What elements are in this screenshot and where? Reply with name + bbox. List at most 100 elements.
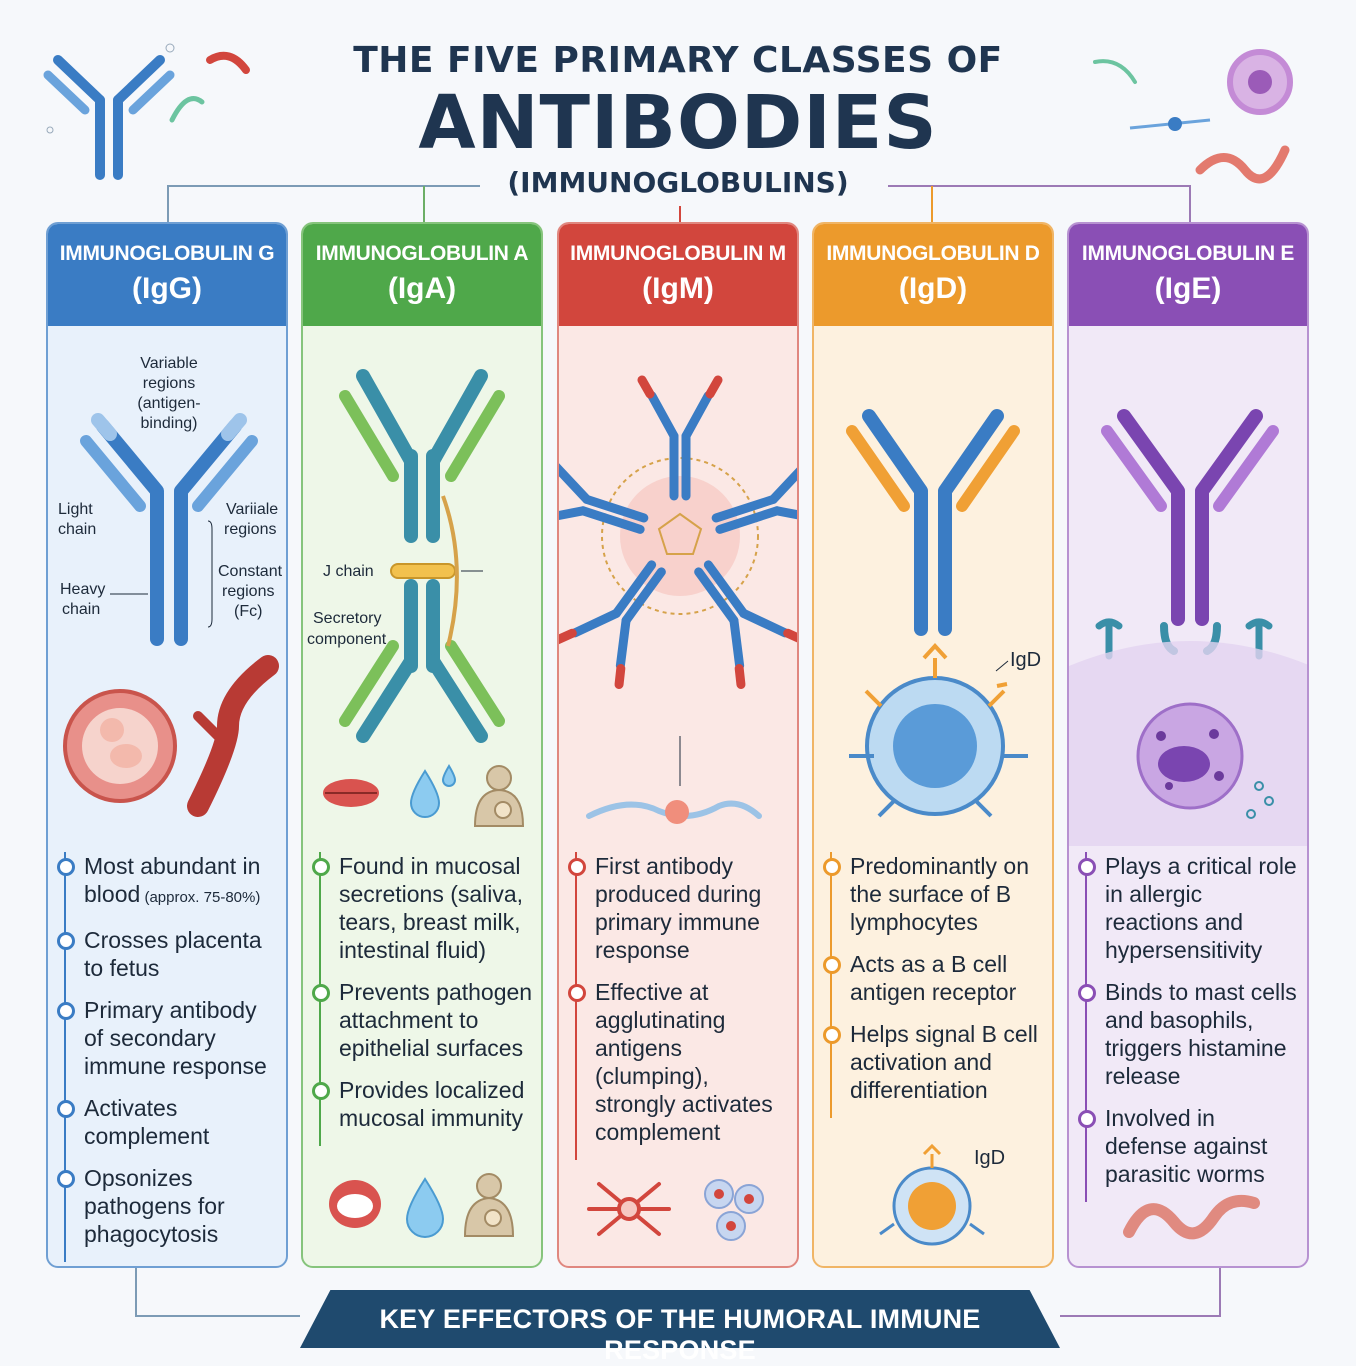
ige-name: IMMUNOGLOBULIN E — [1081, 242, 1295, 265]
label-light-2: chain — [58, 521, 96, 538]
column-igd: IMMUNOGLOBULIN D (IgD) IgD — [812, 222, 1054, 1268]
igg-facts: Most abundant in blood (approx. 75-80%) … — [57, 852, 278, 1262]
agglutination-icon — [587, 1182, 671, 1236]
small-b-cell-icon — [879, 1143, 985, 1246]
column-igg: IMMUNOGLOBULIN G (IgG) Variable regions … — [46, 222, 288, 1268]
title-subtitle: (IMMUNOGLOBULINS) — [0, 166, 1356, 199]
igg-fact-2-text: Crosses placenta to fetus — [84, 927, 262, 981]
bullet-icon — [57, 1170, 75, 1188]
igd-fact-2-text: Acts as a B cell antigen receptor — [850, 951, 1017, 1005]
label-secretory: Secretory — [313, 610, 381, 627]
clumped-cells-icon — [704, 1179, 764, 1241]
bullet-icon — [312, 1082, 330, 1100]
bullet-icon — [568, 984, 586, 1002]
title-subtitle-text: (IMMUNOGLOBULINS) — [495, 166, 861, 199]
igg-antibody-icon — [80, 413, 258, 646]
igm-fact-2-text: Effective at agglutinating antigens (clu… — [595, 979, 773, 1145]
igd-structure-diagram: IgD — [846, 409, 1041, 818]
igg-fact-4: Activates complement — [57, 1094, 278, 1150]
footer-connectors — [135, 1268, 1221, 1317]
igg-header: IMMUNOGLOBULIN G (IgG) — [48, 224, 286, 326]
ige-header: IMMUNOGLOBULIN E (IgE) — [1069, 224, 1307, 326]
iga-fact-1: Found in mucosal secretions (saliva, tea… — [312, 852, 533, 964]
label-fc: (Fc) — [234, 603, 262, 620]
column-iga: IMMUNOGLOBULIN A (IgA) J chain S — [301, 222, 543, 1268]
igd-fact-1: Predominantly on the surface of B lympho… — [823, 852, 1044, 936]
igd-header: IMMUNOGLOBULIN D (IgD) — [814, 224, 1052, 326]
igd-fact-2: Acts as a B cell antigen receptor — [823, 950, 1044, 1006]
bullet-icon — [823, 956, 841, 974]
bullet-icon — [1078, 1110, 1096, 1128]
label-heavy-2: chain — [62, 601, 100, 618]
iga-header: IMMUNOGLOBULIN A (IgA) — [303, 224, 541, 326]
worm-icon — [1195, 145, 1290, 184]
igd-antibody-icon — [846, 409, 1020, 636]
label-constant: Constant — [218, 563, 283, 580]
droplet-icon — [405, 1177, 445, 1238]
igg-name: IMMUNOGLOBULIN G — [59, 242, 275, 265]
igd-facts: Predominantly on the surface of B lympho… — [823, 852, 1044, 1118]
iga-fact-1-text: Found in mucosal secretions (saliva, tea… — [339, 853, 524, 963]
igm-fact-1-text: First antibody produced during primary i… — [595, 853, 762, 963]
iga-name: IMMUNOGLOBULIN A — [315, 242, 529, 265]
ige-antibody-icon — [1095, 409, 1279, 660]
mother-baby-icon — [473, 765, 525, 827]
bullet-icon — [1078, 858, 1096, 876]
bullet-icon — [57, 1100, 75, 1118]
bullet-icon — [1078, 984, 1096, 1002]
igd-abbr: (IgD) — [898, 272, 968, 305]
bullet-icon — [57, 1002, 75, 1020]
label-variiale: Variiale — [226, 501, 278, 518]
label-light-1: Light — [58, 501, 93, 518]
igg-fact-3: Primary antibody of secondary immune res… — [57, 996, 278, 1080]
igg-fact-1-text: Most abundant in blood — [84, 853, 261, 907]
iga-dimer-icon — [339, 369, 505, 743]
igg-fact-5-text: Opsonizes pathogens for phagocytosis — [84, 1165, 225, 1247]
igm-name: IMMUNOGLOBULIN M — [570, 242, 786, 265]
label-j-chain: J chain — [323, 563, 374, 580]
label-heavy-1: Heavy — [60, 581, 105, 598]
ige-structure-diagram — [1069, 409, 1307, 846]
ige-fact-2-text: Binds to mast cells and basophils, trigg… — [1105, 979, 1297, 1089]
ige-fact-2: Binds to mast cells and basophils, trigg… — [1078, 978, 1299, 1090]
footer-text: KEY EFFECTORS OF THE HUMORAL IMMUNE RESP… — [379, 1304, 981, 1365]
igm-header: IMMUNOGLOBULIN M (IgM) — [559, 224, 797, 326]
ige-facts: Plays a critical role in allergic reacti… — [1078, 852, 1299, 1202]
ige-fact-1-text: Plays a critical role in allergic reacti… — [1105, 853, 1297, 963]
iga-facts: Found in mucosal secretions (saliva, tea… — [312, 852, 533, 1146]
iga-fact-3-text: Provides localized mucosal immunity — [339, 1077, 525, 1131]
bullet-icon — [312, 984, 330, 1002]
ige-fact-3: Involved in defense against parasitic wo… — [1078, 1104, 1299, 1188]
igg-fact-1-note: (approx. 75-80%) — [140, 889, 261, 906]
igm-facts: First antibody produced during primary i… — [568, 852, 789, 1160]
ige-fact-1: Plays a critical role in allergic reacti… — [1078, 852, 1299, 964]
droplets-icon — [409, 764, 457, 818]
igg-fact-4-text: Activates complement — [84, 1095, 210, 1149]
label-component: component — [307, 631, 387, 648]
igm-bottom-icons — [587, 1179, 764, 1241]
igm-abbr: (IgM) — [642, 272, 714, 305]
footer-banner — [300, 1290, 1060, 1348]
iga-bottom-icons — [329, 1173, 515, 1238]
b-cell-icon — [849, 643, 1028, 818]
ige-abbr: (IgE) — [1154, 272, 1222, 305]
antigen-clump-icon — [586, 800, 762, 824]
igg-fact-3-text: Primary antibody of secondary immune res… — [84, 997, 267, 1079]
bullet-icon — [568, 858, 586, 876]
header-decoration — [43, 43, 1293, 222]
igm-fact-2: Effective at agglutinating antigens (clu… — [568, 978, 789, 1146]
column-ige: IMMUNOGLOBULIN E (IgE) — [1067, 222, 1309, 1268]
ige-fact-3-text: Involved in defense against parasitic wo… — [1105, 1105, 1268, 1187]
ige-bottom-icons — [1123, 1194, 1260, 1240]
igd-fact-3-text: Helps signal B cell activation and diffe… — [850, 1021, 1038, 1103]
label-igd-1: IgD — [1010, 649, 1041, 671]
igd-fact-3: Helps signal B cell activation and diffe… — [823, 1020, 1044, 1104]
bacterium-icon — [206, 51, 250, 74]
bullet-icon — [312, 858, 330, 876]
antibody-icon-left — [43, 55, 175, 180]
page-title: ANTIBODIES — [418, 80, 938, 166]
label-regions: regions — [143, 375, 195, 392]
igg-abbr: (IgG) — [132, 272, 202, 305]
lips-icon — [323, 779, 379, 807]
